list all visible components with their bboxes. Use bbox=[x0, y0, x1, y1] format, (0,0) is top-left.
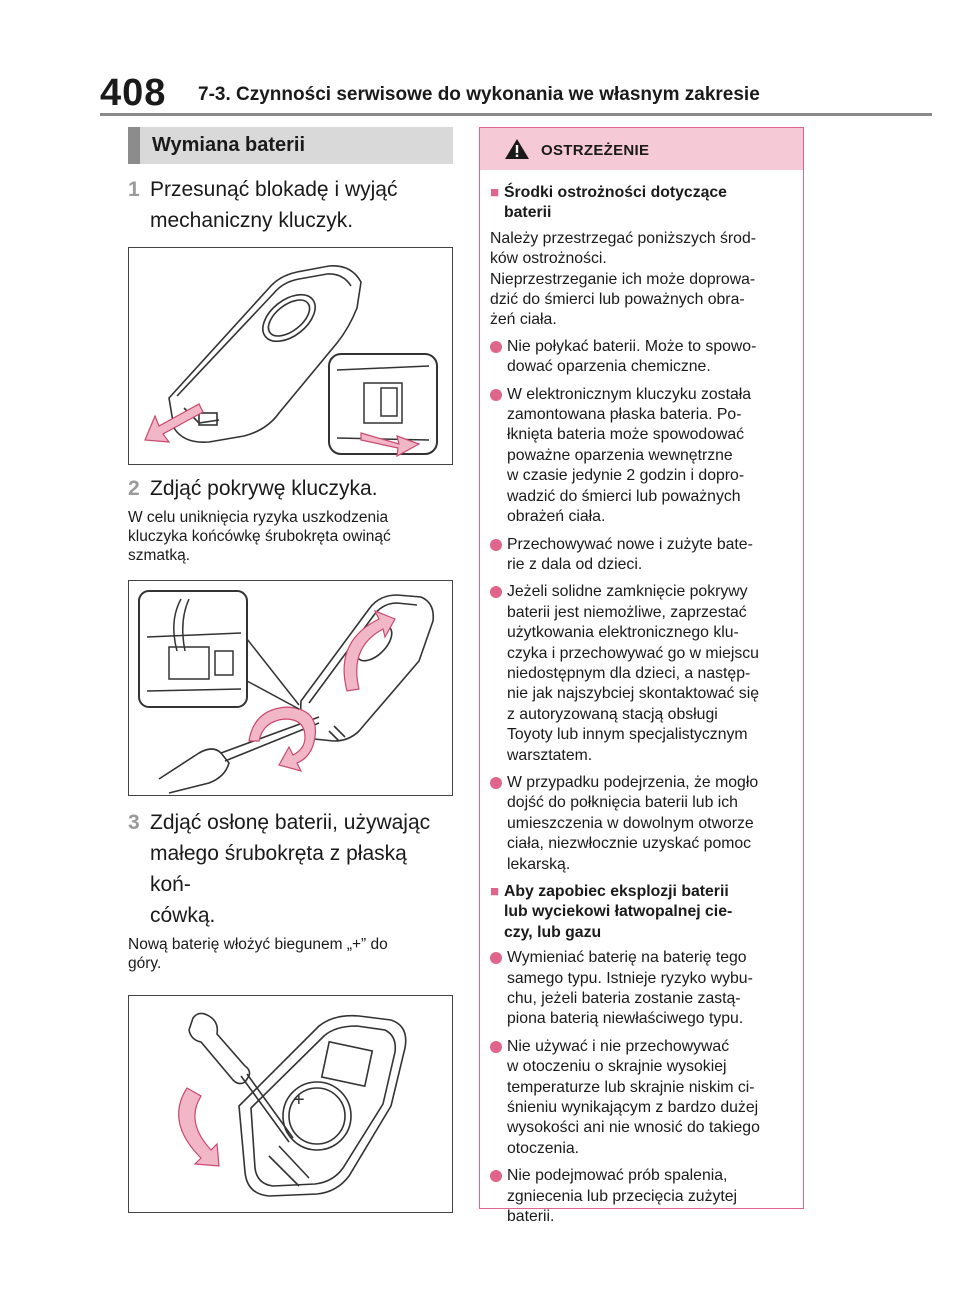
key-slide-lock-illustration bbox=[144, 265, 438, 458]
header-rule bbox=[100, 113, 932, 116]
warning-heading: OSTRZEŻENIE bbox=[541, 142, 650, 159]
step-text-line: Zdjąć osłonę baterii, używając bbox=[150, 811, 431, 834]
step-3: 3 Zdjąć osłonę baterii, używając małego ś… bbox=[128, 807, 453, 973]
figure-remove-battery-cover: + bbox=[128, 995, 453, 1213]
square-bullet-icon: ■ bbox=[490, 883, 500, 900]
pull-out-arrow-icon bbox=[144, 403, 204, 443]
round-bullet-icon bbox=[490, 773, 507, 875]
battery-cover-removal-illustration: + bbox=[178, 1012, 407, 1197]
page-number: 408 bbox=[100, 72, 167, 114]
figure-remove-mechanical-key bbox=[128, 247, 453, 465]
slide-arrow-icon bbox=[360, 432, 421, 458]
round-bullet-icon bbox=[490, 948, 507, 1030]
section-title: Wymiana baterii bbox=[128, 127, 453, 164]
step-note: W celu uniknięcia ryzyka uszkodzenia klu… bbox=[128, 509, 391, 564]
round-bullet-icon bbox=[490, 582, 507, 766]
battery bbox=[282, 1081, 352, 1151]
warning-intro: Należy przestrzegać poniższych środ- ków… bbox=[490, 229, 757, 329]
warning-item: Nie połykać baterii. Może to spowo-dować… bbox=[490, 337, 794, 378]
inset-frame bbox=[328, 353, 438, 455]
step-note: Nową baterię włożyć biegunem „+” do góry… bbox=[128, 936, 388, 972]
chapter-title: 7-3. Czynności serwisowe do wykonania we… bbox=[198, 84, 760, 105]
round-bullet-icon bbox=[490, 1166, 507, 1227]
round-bullet-icon bbox=[490, 337, 507, 378]
step-1: 1 Przesunąć blokadę i wyjąć mechaniczny k… bbox=[128, 174, 453, 236]
round-bullet-icon bbox=[490, 1037, 507, 1159]
inset-frame bbox=[138, 590, 248, 708]
square-bullet-icon: ■ bbox=[490, 184, 500, 201]
step-text-line: małego śrubokręta z płaską koń- bbox=[150, 842, 407, 896]
step-number: 3 bbox=[128, 811, 140, 834]
step-text-line: mechaniczny kluczyk. bbox=[150, 209, 354, 232]
figure-remove-key-cover bbox=[128, 580, 453, 796]
battery-plus-sign: + bbox=[293, 1089, 305, 1111]
round-bullet-icon bbox=[490, 385, 507, 528]
round-bullet-icon bbox=[490, 535, 507, 576]
step-text-line: Przesunąć blokadę i wyjąć bbox=[150, 178, 398, 201]
key-cover-removal-illustration bbox=[138, 590, 435, 794]
rotate-arrow-icon bbox=[343, 609, 396, 692]
step-number: 1 bbox=[128, 178, 140, 201]
warning-triangle-icon bbox=[505, 139, 529, 159]
step-text-line: Zdjąć pokrywę kluczyka. bbox=[150, 477, 378, 500]
step-number: 2 bbox=[128, 477, 140, 500]
warning-header: OSTRZEŻENIE bbox=[480, 128, 803, 170]
step-2: 2 Zdjąć pokrywę kluczyka. W celu uniknięc… bbox=[128, 473, 453, 565]
warning-item: Nie podejmować prób spalenia,zgniecenia … bbox=[490, 1166, 794, 1227]
warning-item: Przechowywać nowe i zużyte bate-rie z da… bbox=[490, 535, 794, 576]
step-text-line: cówką. bbox=[150, 904, 216, 927]
instructions-column: Wymiana baterii 1 Przesunąć blokadę i wyj… bbox=[128, 127, 453, 1213]
pry-arrow-icon bbox=[178, 1087, 220, 1167]
warning-box: OSTRZEŻENIE ■ Środki ostrożności dotyczą… bbox=[479, 127, 804, 1225]
twist-arrow-icon bbox=[248, 706, 317, 772]
